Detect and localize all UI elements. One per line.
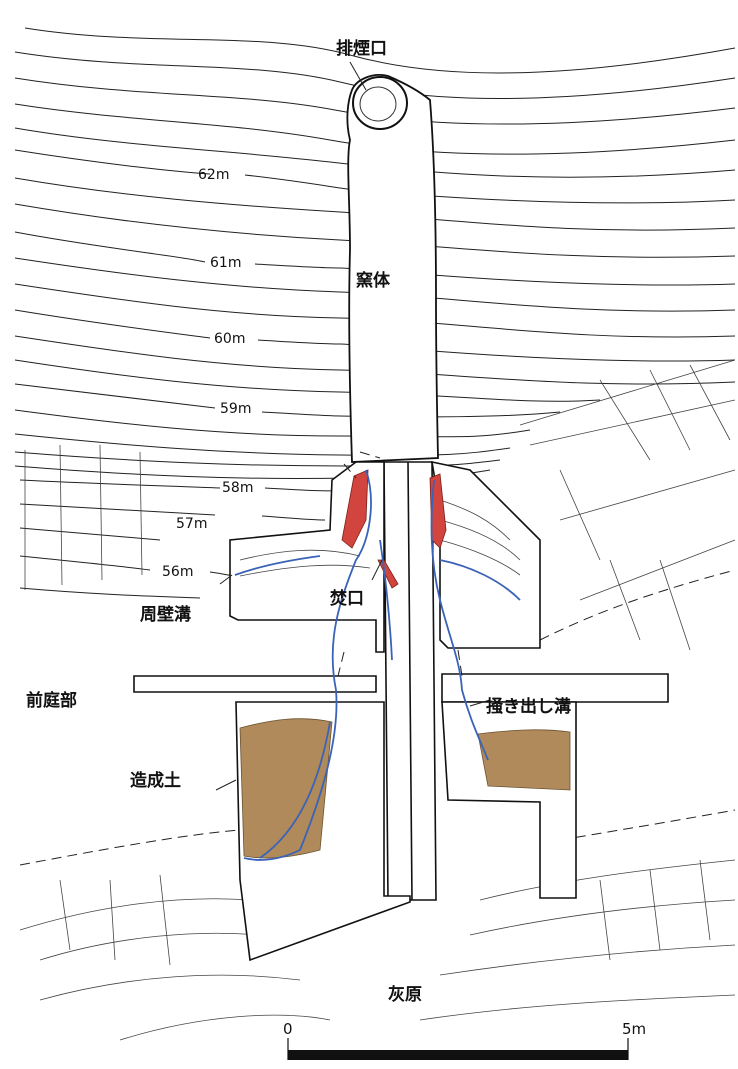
cross-trench <box>133 673 669 703</box>
fill-soil-right <box>477 729 571 791</box>
upper-right-section <box>431 460 541 649</box>
label-ash-area: 灰原 <box>388 984 422 1005</box>
label-kiln-body: 窯体 <box>356 270 391 291</box>
label-fill-soil: 造成土 <box>130 770 181 791</box>
fill-soil-left <box>239 718 333 859</box>
elevation-56: 56m <box>162 564 193 580</box>
inner-hatching <box>239 499 521 577</box>
scale-bar-fill <box>288 1050 628 1060</box>
chimney-opening <box>352 76 408 130</box>
dashed-connections <box>337 451 463 677</box>
elevation-57: 57m <box>176 516 207 532</box>
scale-bar: 0 5m <box>283 1020 646 1060</box>
central-trench <box>383 461 437 901</box>
scale-end-value: 5 <box>622 1020 632 1038</box>
scale-start: 0 <box>283 1020 293 1038</box>
elevation-58: 58m <box>222 480 253 496</box>
elevation-60: 60m <box>214 331 245 347</box>
blue-ditch-lines <box>234 469 521 861</box>
elevation-62: 62m <box>198 167 229 183</box>
label-front-yard: 前庭部 <box>26 690 77 711</box>
scale-end: 5m <box>622 1020 646 1038</box>
label-raking-ditch: 掻き出し溝 <box>486 696 571 717</box>
label-chimney: 排煙口 <box>336 38 387 59</box>
lower-slope-lines <box>19 359 736 1041</box>
label-perimeter-ditch: 周壁溝 <box>140 604 191 625</box>
elevation-59: 59m <box>220 401 251 417</box>
label-leaders <box>215 61 491 791</box>
elevation-61: 61m <box>210 255 241 271</box>
scale-unit: m <box>632 1020 647 1038</box>
kiln-body-outline <box>346 74 439 463</box>
label-firing-mouth: 焚口 <box>329 588 364 609</box>
